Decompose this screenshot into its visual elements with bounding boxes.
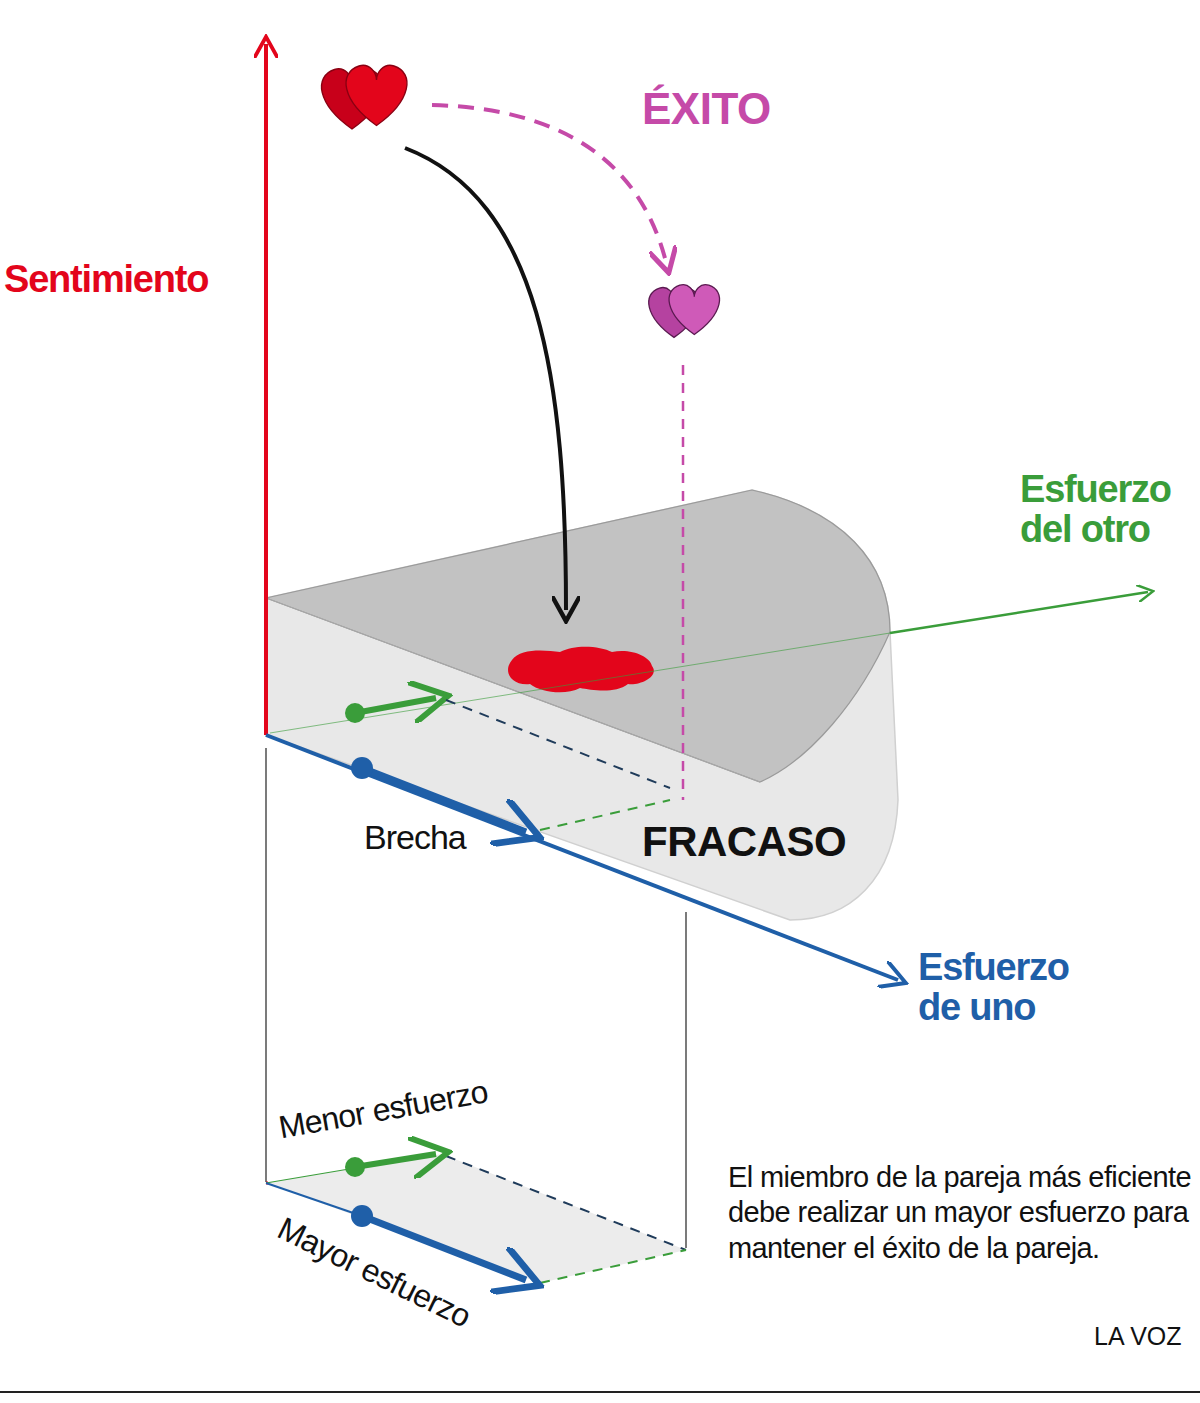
watermark: LA VOZ <box>1094 1322 1182 1351</box>
other-effort-axis <box>890 592 1148 633</box>
other-effort-arrow <box>355 698 436 713</box>
gap-dashed-line <box>446 1156 686 1250</box>
footer-rule <box>0 1391 1200 1393</box>
projection-line <box>685 912 686 1248</box>
gap-dashed-line <box>540 1250 686 1283</box>
pink-hearts <box>649 285 720 338</box>
own-effort-axis <box>266 1183 362 1216</box>
block-edge <box>266 598 760 782</box>
success-curve <box>432 105 666 262</box>
feeling-axis <box>264 44 268 735</box>
own-effort-dot <box>351 757 373 779</box>
greater-effort-dot <box>351 1205 373 1227</box>
success-drop-line <box>682 365 685 800</box>
projection-line <box>265 748 266 1182</box>
own-effort-axis <box>266 735 898 980</box>
other-effort-axis <box>266 1168 355 1183</box>
lesser-effort-dot <box>345 1157 365 1177</box>
block-top <box>266 490 890 782</box>
gap-dashed-line <box>446 700 670 788</box>
red-hearts <box>322 65 407 129</box>
failure-curve <box>405 148 566 610</box>
effort-label: Menor esfuerzo <box>276 1073 490 1146</box>
axis-label: Esfuerzo de uno <box>918 948 1100 1028</box>
axis-label: Esfuerzo del otro <box>1020 470 1200 550</box>
other-effort-dot <box>345 703 365 723</box>
axis-label: Sentimiento <box>4 258 208 302</box>
outcome-label: FRACASO <box>642 818 846 866</box>
outcome-label: ÉXITO <box>642 84 771 135</box>
gap-label: Brecha <box>364 818 466 857</box>
caption: El miembro de la pareja más eficiente de… <box>728 1160 1196 1266</box>
other-effort-axis-hidden <box>270 633 890 733</box>
broken-heart-splat <box>508 647 654 693</box>
lesser-effort-arrow <box>355 1154 436 1167</box>
